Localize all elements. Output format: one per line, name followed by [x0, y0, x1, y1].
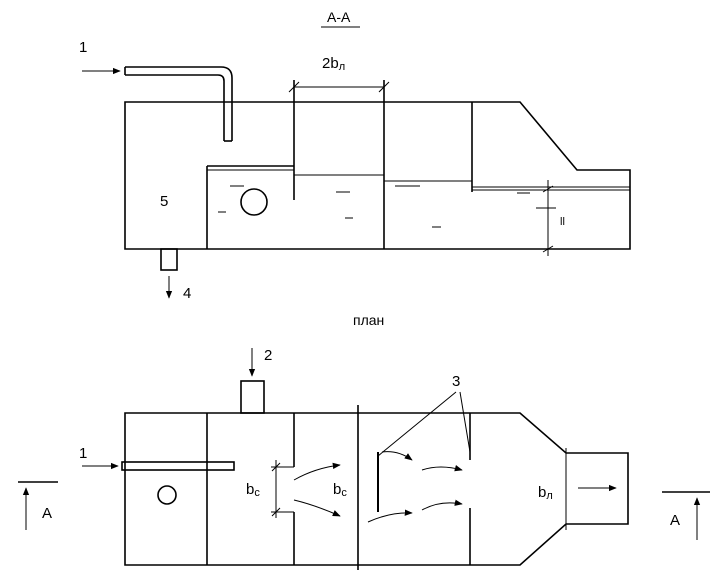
plan-pipe-2 — [240, 380, 265, 414]
dim-depth-label: ll — [560, 216, 565, 228]
dim-tick — [271, 462, 281, 472]
baffles-leader-1 — [377, 391, 457, 457]
section-view: А-А 1 4 — [79, 9, 631, 302]
inlet-pipe-top — [125, 66, 233, 141]
chamber-label: 5 — [160, 193, 168, 210]
inlet-label: 1 — [79, 39, 87, 56]
plan-inlet-pipe — [121, 461, 235, 471]
plan-inlet-label: 1 — [79, 445, 87, 462]
flow-arrow — [421, 499, 463, 511]
cut-marker-right-label: А — [670, 512, 680, 529]
dim-2bl-label: 2bл — [322, 55, 345, 73]
flow-arrow — [381, 451, 413, 461]
inlet-pipe-bottom — [125, 74, 225, 141]
dim-bl-label: bл — [538, 484, 553, 502]
plan-pipe-2-label: 2 — [264, 347, 272, 364]
dim-bc-2-label: bc — [333, 481, 347, 499]
dim-tick — [542, 185, 554, 193]
dim-tick — [271, 507, 281, 517]
flow-arrow — [421, 465, 463, 472]
plan-outline — [124, 412, 629, 566]
plan-orifice-circle — [157, 485, 177, 505]
dim-tick — [288, 81, 300, 93]
section-title: А-А — [327, 9, 351, 25]
drain-pipe — [160, 248, 178, 271]
plan-title: план — [353, 312, 384, 328]
dim-bc-1-label: bc — [246, 481, 260, 499]
flow-arrow — [367, 509, 413, 523]
dim-tick — [378, 81, 390, 93]
dim-tick — [542, 245, 554, 253]
tank-outline — [124, 101, 631, 250]
plan-view: план 2 1 bc bc — [18, 312, 710, 570]
baffles-leader-2 — [459, 391, 471, 453]
flow-arrow — [293, 499, 341, 517]
flow-arrow — [293, 462, 341, 481]
baffles-label: 3 — [452, 373, 460, 390]
orifice-circle — [240, 188, 268, 216]
drain-label: 4 — [183, 285, 191, 302]
cut-marker-left-label: А — [42, 505, 52, 522]
